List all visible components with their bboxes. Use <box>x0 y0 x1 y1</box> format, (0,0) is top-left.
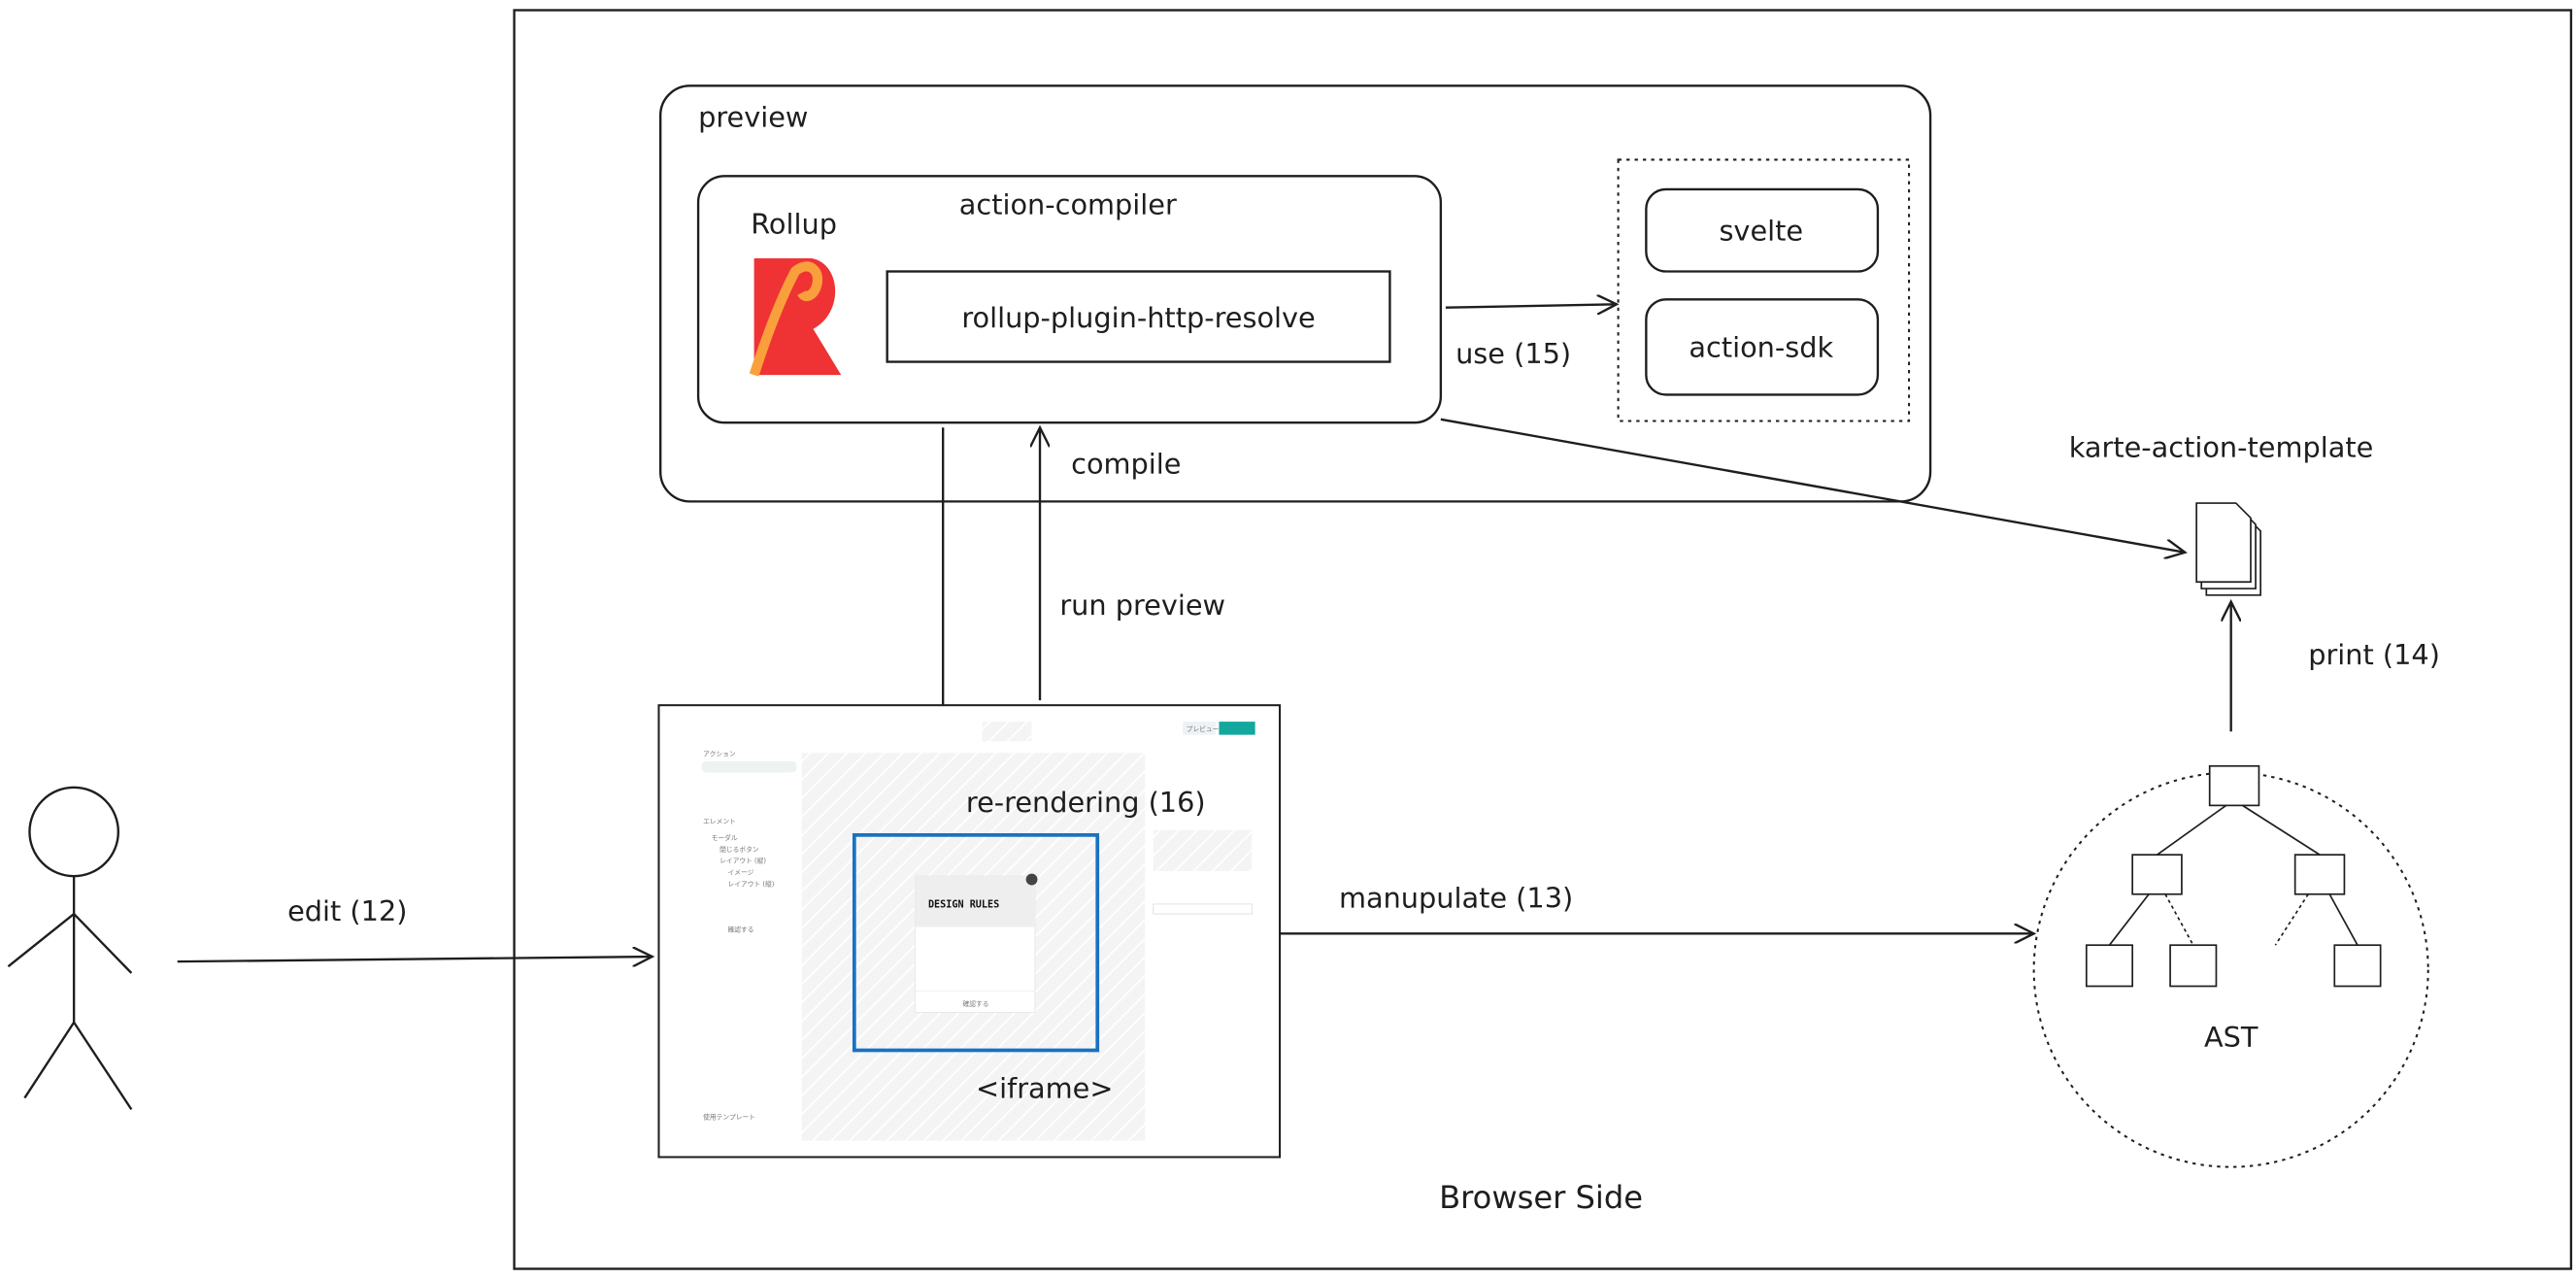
tree-item: レイアウト (縦) <box>719 857 766 865</box>
rollup-plugin-box <box>886 270 1391 363</box>
edit-arrow <box>177 957 652 961</box>
document-stack-icon <box>2195 502 2261 596</box>
card-title: DESIGN RULES <box>928 899 999 910</box>
rerendering-label: re-rendering (16) <box>966 786 1206 819</box>
print-label: print (14) <box>2308 638 2440 671</box>
preview-label: preview <box>698 101 808 134</box>
rollup-logo-icon <box>749 257 842 377</box>
rollup-label: Rollup <box>751 208 837 241</box>
use-arrow <box>1445 304 1617 307</box>
action-sdk-label: action-sdk <box>1689 330 1833 363</box>
card-button: 確認する <box>962 999 988 1008</box>
preview-button: プレビュー <box>1187 724 1220 733</box>
tree-item: モーダル <box>712 833 738 842</box>
manipulate-label: manupulate (13) <box>1339 881 1573 914</box>
action-sdk-box <box>1645 298 1880 396</box>
iframe-highlight <box>852 832 1100 1053</box>
browser-side-frame <box>513 9 2573 1270</box>
ast-tree-icon <box>2032 764 2429 1168</box>
browser-side-label: Browser Side <box>1439 1179 1643 1216</box>
user-stick-figure-icon <box>7 786 133 1111</box>
svelte-box <box>1645 187 1880 273</box>
actions-heading: アクション <box>703 751 736 758</box>
template-arrow <box>1440 418 2185 553</box>
action-compiler-label: action-compiler <box>959 187 1177 220</box>
iframe-label: <iframe> <box>976 1072 1113 1105</box>
action-compiler-box <box>696 175 1443 424</box>
close-icon <box>1025 873 1038 886</box>
ast-label: AST <box>2204 1021 2258 1054</box>
tree-item: 閉じるボタン <box>719 845 759 854</box>
use-label: use (15) <box>1455 337 1571 370</box>
svelte-label: svelte <box>1719 214 1803 247</box>
template-heading: 使用テンプレート <box>703 1113 755 1122</box>
dependencies-group <box>1617 158 1911 422</box>
tree-item: レイアウト (縦) <box>728 879 775 888</box>
elements-heading: エレメント <box>703 818 736 825</box>
tree-item: 確認する <box>728 926 754 934</box>
tree-item: イメージ <box>728 868 754 876</box>
compile-label: compile <box>1071 448 1181 481</box>
run-preview-label: run preview <box>1059 589 1225 622</box>
edit-label: edit (12) <box>287 894 407 927</box>
editor-screenshot: プレビュー アクション エレメント モーダル 閉じるボタン レイアウト (縦) … <box>657 704 1282 1159</box>
rollup-plugin-label: rollup-plugin-http-resolve <box>961 301 1315 334</box>
template-label: karte-action-template <box>2069 431 2374 464</box>
preview-box <box>658 84 1932 503</box>
